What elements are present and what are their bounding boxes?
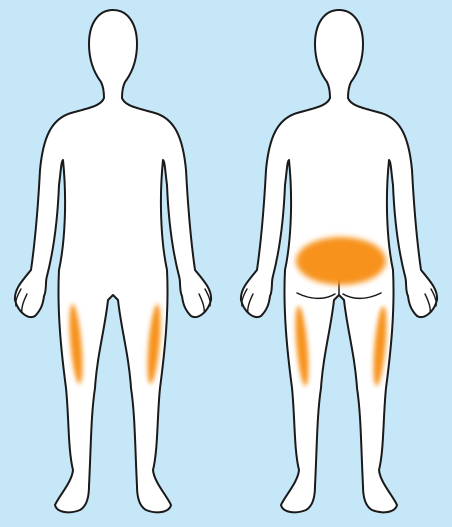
back-buttocks-highlight	[296, 237, 386, 285]
